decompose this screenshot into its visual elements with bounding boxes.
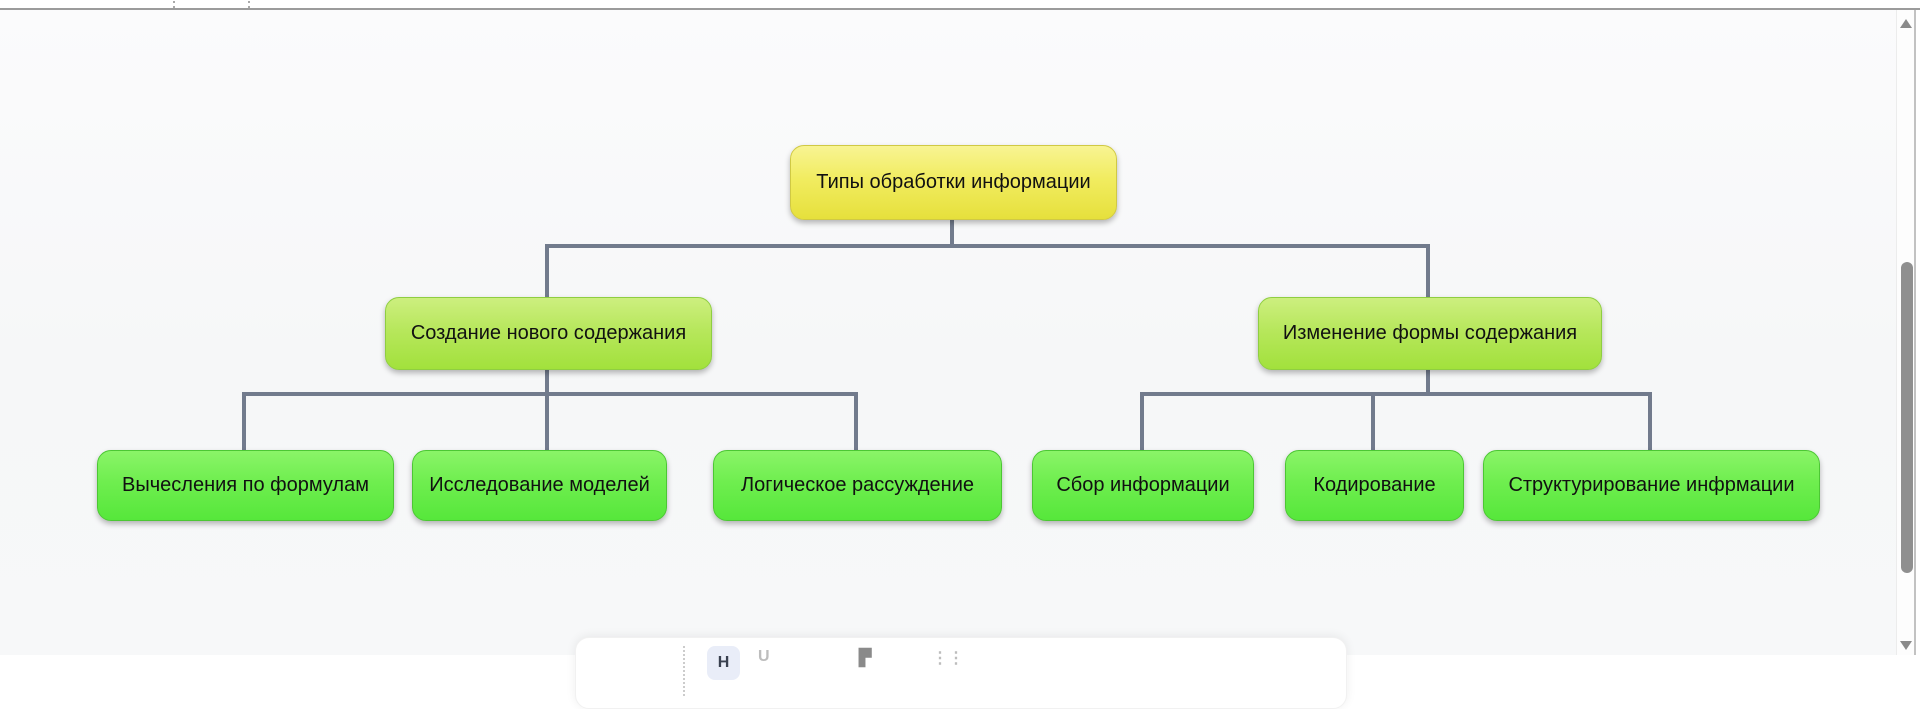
heading-icon[interactable]: H xyxy=(707,646,740,680)
connector xyxy=(1140,392,1144,450)
connector xyxy=(1648,392,1652,450)
scroll-up-arrow-icon[interactable] xyxy=(1900,19,1912,28)
connector xyxy=(1371,392,1375,450)
drag-handle-icon[interactable] xyxy=(683,646,685,696)
underline-icon[interactable]: U xyxy=(758,648,770,665)
connector xyxy=(545,244,1430,248)
connector xyxy=(545,368,549,396)
connector xyxy=(1426,368,1430,396)
floating-toolbar: H U ▛ ⋮⋮ xyxy=(575,637,1347,709)
scroll-down-arrow-icon[interactable] xyxy=(1900,641,1912,650)
node-leaf[interactable]: Исследование моделей xyxy=(412,450,667,521)
node-leaf[interactable]: Структурирование инфрмации xyxy=(1483,450,1820,521)
connector xyxy=(950,218,954,248)
connector xyxy=(1426,244,1430,299)
node-leaf[interactable]: Сбор информации xyxy=(1032,450,1254,521)
connector xyxy=(1140,392,1652,396)
node-root[interactable]: Типы обработки информации xyxy=(790,145,1117,220)
node-leaf[interactable]: Кодирование xyxy=(1285,450,1464,521)
connector xyxy=(545,244,549,299)
window-edge xyxy=(1914,10,1916,655)
scrollbar-thumb[interactable] xyxy=(1901,262,1913,573)
more-icon[interactable]: ⋮⋮ xyxy=(932,650,964,667)
tab-strip xyxy=(0,0,1920,10)
node-leaf[interactable]: Логическое рассуждение xyxy=(713,450,1002,521)
node-branch-right[interactable]: Изменение формы содержания xyxy=(1258,297,1602,370)
node-branch-left[interactable]: Создание нового содержания xyxy=(385,297,712,370)
tab-separator xyxy=(173,1,175,8)
tab-separator xyxy=(248,1,250,8)
connector xyxy=(854,392,858,450)
table-icon[interactable]: ▛ xyxy=(859,650,872,667)
vertical-scrollbar[interactable] xyxy=(1896,10,1916,655)
connector xyxy=(545,392,549,450)
diagram-canvas[interactable]: Типы обработки информации Создание новог… xyxy=(0,10,1896,655)
connector xyxy=(242,392,246,450)
node-leaf[interactable]: Вычесления по формулам xyxy=(97,450,394,521)
connector xyxy=(242,392,858,396)
